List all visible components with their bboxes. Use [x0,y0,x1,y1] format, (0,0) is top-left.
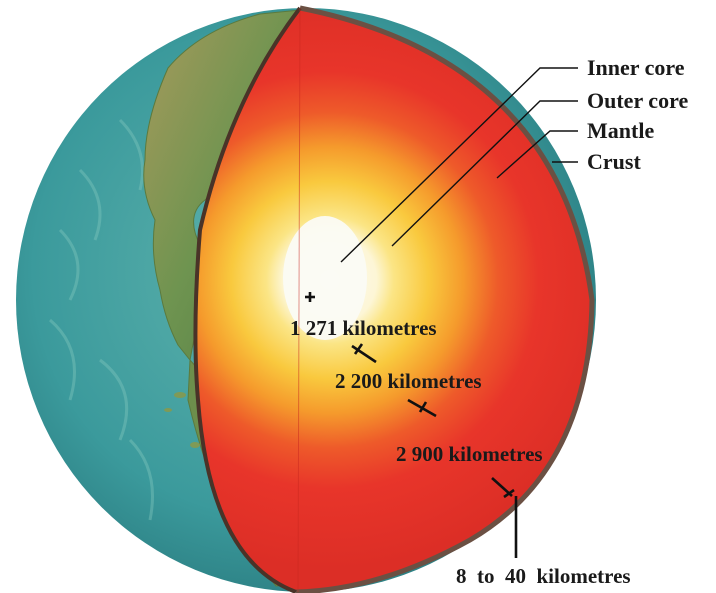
label-distance-mantle: 2 900 kilometres [396,442,543,466]
ocean-texture [49,118,154,521]
label-distance-outer: 2 200 kilometres [335,369,482,393]
label-outer-core: Outer core [587,88,688,113]
islands [164,392,200,448]
distance-ticks [305,292,518,558]
cutaway-section [195,8,592,592]
inner-core [283,216,367,340]
crust-edge-left [193,6,302,593]
leader-lines [340,67,578,263]
label-mantle: Mantle [587,118,654,143]
crust-outline [295,5,595,593]
label-crust: Crust [587,149,641,174]
cut-plane-line [297,7,301,593]
label-distance-crust: 8 to 40 kilometres [456,564,631,588]
label-inner-core: Inner core [587,55,685,80]
label-distance-inner: 1 271 kilometres [290,316,437,340]
